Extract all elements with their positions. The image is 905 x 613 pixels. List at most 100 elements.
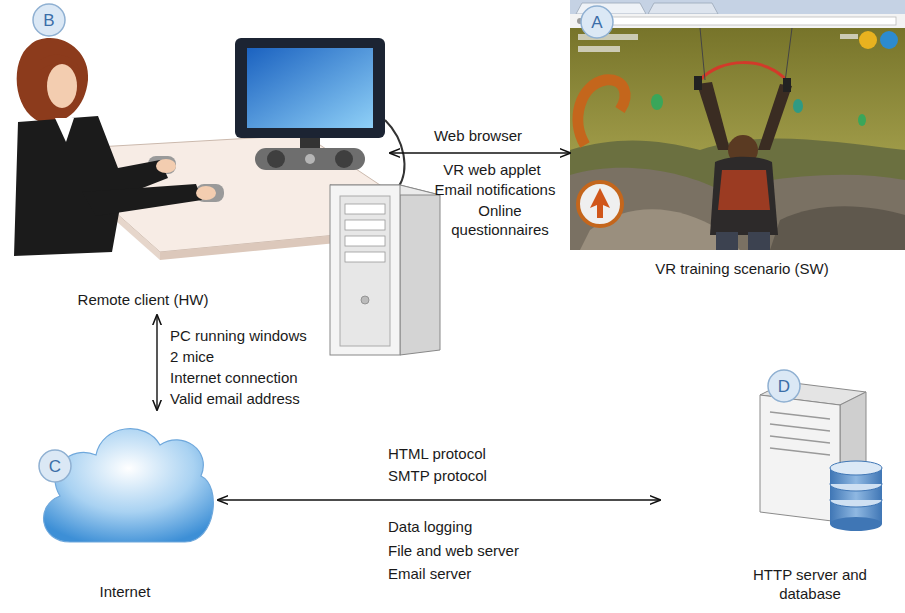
vr-screenshot-part: [700, 28, 705, 80]
vr-screenshot-part: [859, 31, 877, 49]
internet-cloud: Internet: [40, 410, 218, 605]
remote-client-illustration: [14, 38, 440, 355]
remote-client-illustration-part: [345, 252, 385, 262]
annotation-label: HTML protocol: [388, 444, 486, 463]
vr-screenshot-part: [570, 0, 905, 250]
callout-circle: C: [38, 449, 72, 483]
vr-screenshot-part: [718, 170, 770, 210]
annotation-label: Internet connection: [170, 368, 298, 387]
double-arrow: [218, 499, 660, 500]
vr-screenshot-part: [880, 31, 898, 49]
node-caption: Internet: [100, 582, 151, 601]
remote-client-illustration-part: [400, 185, 440, 355]
circle-outline: [581, 6, 613, 38]
server-illustration-part: [770, 448, 830, 455]
callout-letter: C: [49, 458, 61, 475]
vr-screenshot-part: [578, 182, 622, 226]
vr-screenshot-part: [783, 78, 791, 92]
remote-client-illustration-part: [305, 154, 315, 164]
vr-screenshot-part: [570, 168, 905, 250]
circle-outline: [768, 370, 800, 402]
double-arrow: [390, 152, 570, 153]
server-illustration-part: [760, 395, 840, 522]
annotation-label: Valid email address: [170, 389, 300, 408]
vr-screenshot-part: [570, 28, 905, 250]
vr-screenshot-part: [770, 206, 905, 250]
remote-client-illustration-part: [345, 220, 385, 230]
vr-screenshot-part: [710, 157, 778, 235]
circle-outline: [33, 4, 65, 36]
remote-client-illustration-part: [255, 148, 365, 170]
server-illustration: [760, 382, 882, 531]
remote-client-illustration-part: [196, 186, 216, 200]
client-illustration: Remote client (HW): [5, 40, 390, 315]
server-illustration-part: [770, 412, 830, 419]
vr-screenshot-part: [570, 14, 905, 28]
vr-screenshot-part: [793, 99, 803, 113]
vr-screenshot: [570, 0, 905, 250]
node-caption: VR training scenario (SW): [655, 259, 828, 278]
vr-screenshot-part: [578, 80, 625, 145]
annotation-label: Data logging: [388, 517, 472, 536]
remote-client-illustration-part: [345, 204, 385, 214]
callout-circle: A: [580, 5, 614, 39]
annotation-label: Online questionnaires: [444, 201, 556, 239]
annotation-label: Web browser: [434, 126, 522, 145]
vr-screenshot-part: [590, 188, 610, 218]
callout-circle: D: [767, 369, 801, 403]
remote-client-illustration-part: [247, 48, 373, 128]
remote-client-illustration-part: [82, 184, 202, 216]
vr-screenshot-part: [840, 34, 858, 39]
server-illustration-part: [830, 517, 882, 531]
annotation-label: Email server: [388, 564, 471, 583]
callout-letter: A: [591, 14, 602, 31]
server-illustration-part: [830, 461, 882, 475]
remote-client-illustration-part: [235, 38, 385, 138]
node-caption: Remote client (HW): [78, 290, 209, 309]
annotation-label: File and web server: [388, 541, 519, 560]
vr-screenshot-part: [651, 94, 663, 110]
server-database: HTTP server and database: [660, 375, 900, 607]
vr-screenshot-part: [697, 82, 730, 150]
vr-screenshot-part: [785, 28, 792, 82]
server-illustration-part: [770, 424, 830, 431]
circle-outline: [39, 450, 71, 482]
annotation-label: VR web applet: [443, 160, 541, 179]
annotation-label: Email notifications: [435, 180, 556, 199]
remote-client-illustration-part: [47, 64, 77, 108]
remote-client-illustration-part: [17, 38, 88, 123]
callout-letter: B: [43, 12, 54, 29]
vr-screenshot-part: [648, 3, 718, 14]
remote-client-illustration-part: [14, 116, 168, 256]
callout-letter: D: [778, 378, 790, 395]
vr-screenshot-part: [858, 114, 866, 126]
server-illustration-part: [770, 436, 830, 443]
annotation-label: SMTP protocol: [388, 466, 487, 485]
remote-client-illustration-part: [335, 150, 353, 168]
vr-screenshot-part: [612, 17, 896, 25]
remote-client-illustration-part: [340, 196, 390, 346]
remote-client-illustration-part: [385, 120, 404, 188]
internet-cloud: [44, 429, 214, 542]
annotation-label: PC running windows: [170, 326, 307, 345]
remote-client-illustration-part: [267, 150, 285, 168]
remote-client-illustration-part: [330, 185, 400, 355]
vr-scenario: VR training scenario (SW): [570, 0, 905, 284]
node-caption: HTTP server and database: [743, 565, 878, 603]
remote-client-illustration-part: [156, 159, 176, 173]
vr-screenshot-part: [700, 63, 788, 82]
vr-screenshot-part: [758, 84, 792, 150]
vr-screenshot-part: [748, 232, 770, 250]
remote-client-illustration-part: [345, 236, 385, 246]
annotation-label: 2 mice: [170, 347, 214, 366]
vr-screenshot-part: [578, 46, 620, 52]
remote-client-illustration-part: [361, 296, 369, 304]
internet-cloud-part: [44, 429, 214, 542]
remote-client-illustration-part: [55, 118, 74, 142]
remote-client-illustration-part: [40, 55, 80, 70]
vr-screenshot-part: [694, 76, 702, 90]
callout-circle: B: [32, 3, 66, 37]
vr-screenshot-part: [570, 0, 905, 14]
double-arrow: [156, 315, 157, 410]
